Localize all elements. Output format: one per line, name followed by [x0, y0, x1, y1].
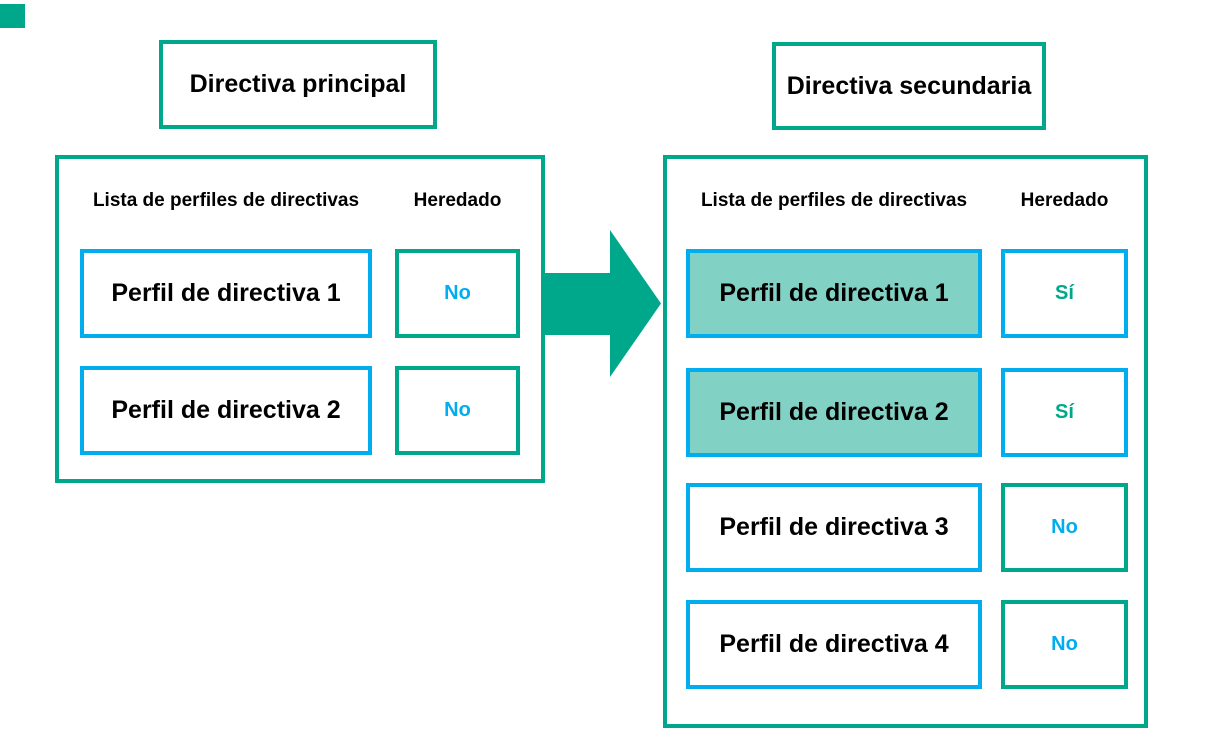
- profile-box-inherited: Perfil de directiva 1: [686, 249, 982, 338]
- inherited-value: No: [444, 399, 471, 421]
- inherited-value: Sí: [1055, 282, 1074, 304]
- inherited-value-box: Sí: [1001, 249, 1128, 338]
- inherited-value: No: [444, 282, 471, 304]
- profile-box-inherited: Perfil de directiva 2: [686, 368, 982, 457]
- profile-box: Perfil de directiva 1: [80, 249, 372, 338]
- primary-policy-title: Directiva principal: [189, 70, 407, 98]
- inherited-value-box: No: [1001, 600, 1128, 689]
- secondary-policy-title-box: Directiva secundaria: [772, 42, 1046, 130]
- secondary-policy-title: Directiva secundaria: [786, 71, 1032, 100]
- primary-policy-title-box: Directiva principal: [159, 40, 437, 129]
- primary-policy-panel: Lista de perfiles de directivas Heredado…: [55, 155, 545, 483]
- inheritance-arrow-icon: [545, 230, 661, 377]
- profile-label: Perfil de directiva 1: [111, 279, 341, 307]
- inherited-value-box: No: [395, 249, 520, 338]
- profiles-list-header: Lista de perfiles de directivas: [92, 190, 360, 211]
- profiles-list-header: Lista de perfiles de directivas: [700, 190, 968, 211]
- profile-label: Perfil de directiva 4: [719, 630, 949, 658]
- inherited-value: No: [1051, 516, 1078, 538]
- corner-marker: [0, 4, 25, 28]
- inherited-value: No: [1051, 633, 1078, 655]
- profile-box: Perfil de directiva 4: [686, 600, 982, 689]
- profile-label: Perfil de directiva 3: [719, 513, 949, 541]
- profile-box: Perfil de directiva 3: [686, 483, 982, 572]
- inherited-value-box: No: [395, 366, 520, 455]
- inherited-value-box: Sí: [1001, 368, 1128, 457]
- inherited-header: Heredado: [413, 190, 502, 211]
- profile-label: Perfil de directiva 2: [111, 396, 341, 424]
- profile-box: Perfil de directiva 2: [80, 366, 372, 455]
- secondary-policy-panel: Lista de perfiles de directivas Heredado…: [663, 155, 1148, 728]
- inherited-value-box: No: [1001, 483, 1128, 572]
- profile-label: Perfil de directiva 2: [719, 398, 949, 426]
- inherited-value: Sí: [1055, 401, 1074, 423]
- profile-label: Perfil de directiva 1: [719, 279, 949, 307]
- inherited-header: Heredado: [1020, 190, 1109, 211]
